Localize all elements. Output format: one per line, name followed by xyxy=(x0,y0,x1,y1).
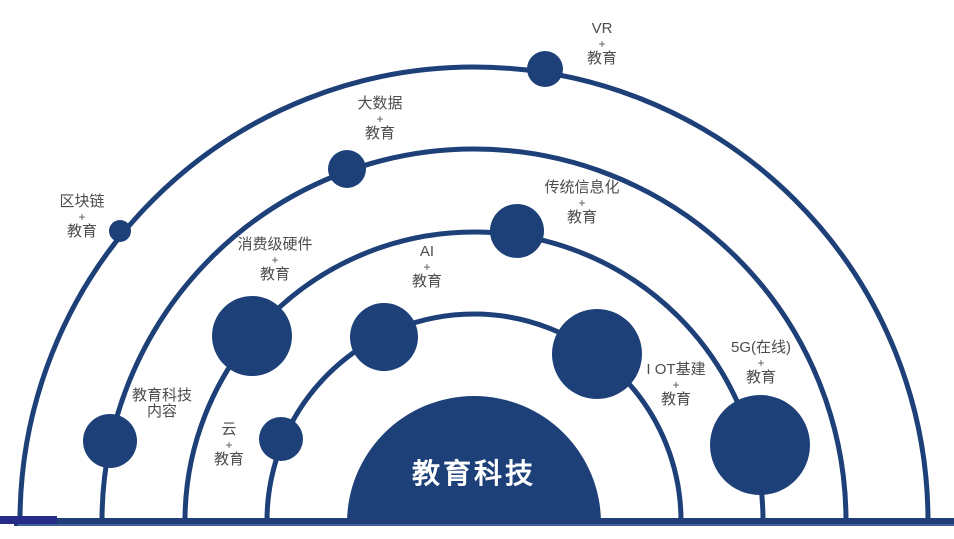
plus-sign: + xyxy=(757,356,765,370)
label-line: 教育 xyxy=(259,266,291,283)
plus-sign: + xyxy=(271,253,279,267)
node-circle-traditional-it xyxy=(490,204,544,258)
center-dome xyxy=(347,396,601,523)
center-dome-title: 教育科技 xyxy=(411,458,537,489)
plus-sign: + xyxy=(598,37,606,51)
orbit-arc-3 xyxy=(99,146,849,522)
plus-sign: + xyxy=(376,112,384,126)
label-line: 教育 xyxy=(566,209,598,226)
label-line: 教育 xyxy=(586,50,618,67)
label-line: 教育 xyxy=(745,369,777,386)
node-circle-cloud xyxy=(259,417,303,461)
label-line: 教育 xyxy=(213,451,245,468)
baseline-accent-segment xyxy=(0,516,57,524)
label-edtech-content: 教育科技 内容 xyxy=(132,388,192,420)
label-traditional-it: 传统信息化 + 教育 xyxy=(544,180,619,226)
orbit-arc-outer xyxy=(17,64,931,522)
node-circle-vr xyxy=(527,51,563,87)
plus-sign: + xyxy=(423,260,431,274)
baseline-edge-highlight xyxy=(18,524,954,526)
label-line: 5G(在线) xyxy=(730,339,792,356)
label-consumer-hardware: 消费级硬件 + 教育 xyxy=(237,237,312,283)
baseline-bar xyxy=(14,518,954,526)
label-line: 教育 xyxy=(660,391,692,408)
label-line: 云 xyxy=(221,421,237,438)
label-line: 教育 xyxy=(364,125,396,142)
node-circle-ai xyxy=(350,303,418,371)
node-circle-bigdata xyxy=(328,150,366,188)
label-line: 教育 xyxy=(411,273,443,290)
node-circle-iot xyxy=(552,309,642,399)
label-line: AI xyxy=(419,243,435,260)
node-circle-blockchain xyxy=(109,220,131,242)
label-vr: VR + 教育 xyxy=(587,21,617,67)
plus-sign: + xyxy=(672,378,680,392)
label-ai: AI + 教育 xyxy=(412,244,442,290)
plus-sign: + xyxy=(225,438,233,452)
node-circle-consumer-hardware xyxy=(212,296,292,376)
label-5g: 5G(在线) + 教育 xyxy=(731,340,791,386)
label-line: 内容 xyxy=(146,403,178,420)
label-line: 传统信息化 xyxy=(544,179,620,196)
label-bigdata: 大数据 + 教育 xyxy=(357,96,402,142)
label-line: 教育 xyxy=(66,223,98,240)
node-circle-edtech-content xyxy=(83,414,137,468)
orbit-arc-2 xyxy=(182,229,766,522)
label-line: 大数据 xyxy=(357,95,403,112)
label-iot: I OT基建 + 教育 xyxy=(646,362,705,408)
node-circle-5g xyxy=(710,395,810,495)
label-cloud: 云 + 教育 xyxy=(214,422,244,468)
label-line: 区块链 xyxy=(59,193,105,210)
label-blockchain: 区块链 + 教育 xyxy=(59,194,104,240)
plus-sign: + xyxy=(78,210,86,224)
label-line: 消费级硬件 xyxy=(237,236,313,253)
label-line: 教育科技 xyxy=(131,387,193,404)
label-line: VR xyxy=(591,20,613,37)
plus-sign: + xyxy=(578,196,586,210)
label-line: I OT基建 xyxy=(646,361,706,378)
